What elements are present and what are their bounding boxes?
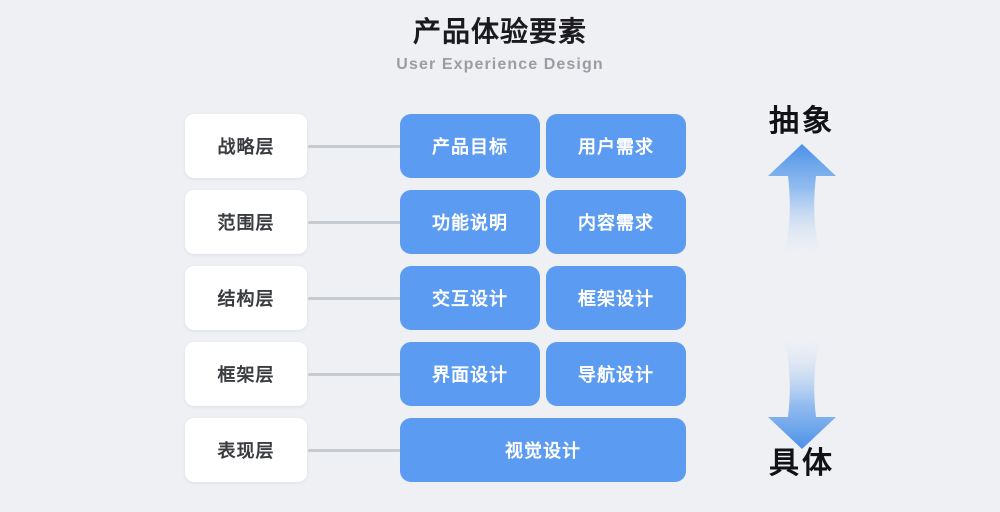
layer-label-text: 战略层 xyxy=(217,137,275,157)
card-group: 视觉设计 xyxy=(400,418,686,482)
page-header: 产品体验要素 User Experience Design xyxy=(0,14,1000,76)
layer-label-surface[interactable]: 表现层 xyxy=(185,418,307,482)
layer-label-text: 结构层 xyxy=(217,289,275,309)
layer-label-structure[interactable]: 结构层 xyxy=(185,266,307,330)
card-information-architecture[interactable]: 框架设计 xyxy=(546,266,686,330)
diagram-row: 表现层 视觉设计 xyxy=(0,418,1000,482)
card-group: 功能说明 内容需求 xyxy=(400,190,686,254)
arrow-up-icon xyxy=(760,142,844,262)
card-content-requirements[interactable]: 内容需求 xyxy=(546,190,686,254)
card-functional-spec[interactable]: 功能说明 xyxy=(400,190,540,254)
card-group: 交互设计 框架设计 xyxy=(400,266,686,330)
layer-label-scope[interactable]: 范围层 xyxy=(185,190,307,254)
layer-label-strategy[interactable]: 战略层 xyxy=(185,114,307,178)
layer-label-text: 框架层 xyxy=(217,365,275,385)
card-user-needs[interactable]: 用户需求 xyxy=(546,114,686,178)
page-subtitle: User Experience Design xyxy=(396,56,604,73)
card-product-goal[interactable]: 产品目标 xyxy=(400,114,540,178)
connector-line xyxy=(308,449,401,452)
diagram-row: 结构层 交互设计 框架设计 xyxy=(0,266,1000,330)
abstraction-axis: 抽象 xyxy=(712,96,892,486)
connector-line xyxy=(308,373,401,376)
diagram-row: 框架层 界面设计 导航设计 xyxy=(0,342,1000,406)
axis-label-concrete: 具体 xyxy=(769,447,835,480)
layer-label-text: 范围层 xyxy=(217,213,275,233)
card-visual-design[interactable]: 视觉设计 xyxy=(400,418,686,482)
card-interaction-design[interactable]: 交互设计 xyxy=(400,266,540,330)
arrow-down-icon xyxy=(760,331,844,451)
card-interface-design[interactable]: 界面设计 xyxy=(400,342,540,406)
layer-label-skeleton[interactable]: 框架层 xyxy=(185,342,307,406)
card-group: 界面设计 导航设计 xyxy=(400,342,686,406)
card-group: 产品目标 用户需求 xyxy=(400,114,686,178)
connector-line xyxy=(308,145,401,148)
connector-line xyxy=(308,297,401,300)
connector-line xyxy=(308,221,401,224)
diagram-row: 战略层 产品目标 用户需求 xyxy=(0,114,1000,178)
card-navigation-design[interactable]: 导航设计 xyxy=(546,342,686,406)
ux-layers-diagram: 战略层 产品目标 用户需求 范围层 功能说明 内容需求 结构层 交互设计 框架设… xyxy=(0,106,1000,496)
diagram-row: 范围层 功能说明 内容需求 xyxy=(0,190,1000,254)
layer-label-text: 表现层 xyxy=(217,441,275,461)
page-title: 产品体验要素 xyxy=(412,16,587,47)
axis-label-abstract: 抽象 xyxy=(769,105,835,138)
